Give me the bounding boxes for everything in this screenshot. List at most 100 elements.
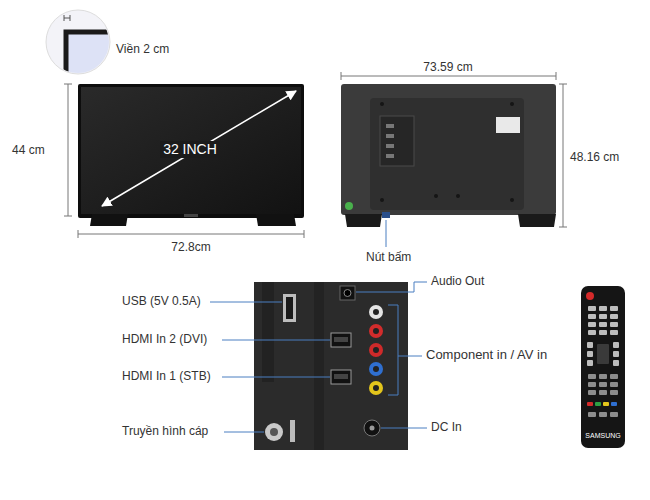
remote-button [613,351,619,357]
dimension-line [563,84,564,227]
port-panel [369,343,383,357]
bezel-zoom [64,15,65,21]
remote-button [599,306,607,311]
bezel-zoom [64,18,70,19]
tv-back [370,98,524,210]
port-label: Truyền hình cáp [122,424,208,438]
port-label: Audio Out [431,274,484,288]
bezel-zoom [66,32,114,80]
width-dimension: 72.8cm [171,240,210,254]
remote-button [588,382,596,387]
port-panel [369,362,383,376]
bezel-zoom [66,32,114,80]
tv-back [341,84,556,215]
remote-button [610,314,618,319]
dimension-line [68,84,69,216]
port-panel [254,282,408,450]
remote-button [603,402,609,406]
port-panel [364,420,380,436]
port-panel [331,370,351,384]
port-panel [373,328,379,334]
remote-button [588,330,596,335]
tv-back [386,134,394,138]
leader-line [222,340,330,341]
remote-button [599,382,607,387]
remote-button [610,306,618,311]
tv-front [78,84,304,218]
remote-button [587,351,593,357]
port-panel [370,426,375,431]
remote-button [610,374,618,379]
remote-button [588,322,596,327]
remote-control [581,286,625,448]
tv-back [510,198,514,202]
leader-line [356,282,427,292]
remote-button [599,330,607,335]
remote-button [595,402,601,406]
port-label: DC In [431,420,462,434]
remote-button [587,360,593,366]
remote-button [587,402,593,406]
tv-front [78,84,304,226]
dimension-line [559,84,567,85]
port-panel [369,324,383,338]
tv-front [90,214,128,226]
remote-button [610,412,618,417]
remote-button [588,412,596,417]
port-panel [369,305,383,319]
dimension-line [341,76,556,77]
tv-back [345,214,382,227]
remote-button [599,390,607,395]
port-panel [373,309,379,315]
remote-button [588,306,596,311]
port-label: USB (5V 0.5A) [122,294,201,308]
bezel-zoom [70,15,71,21]
remote-button [610,322,618,327]
port-panel [314,282,324,450]
tv-front [256,214,296,226]
tv-back [456,194,460,198]
port-panel [262,282,274,382]
port-panel [254,282,408,450]
port-panel [331,333,351,347]
width-dimension: 73.59 cm [423,60,472,74]
port-panel [270,428,278,436]
port-panel [265,423,283,441]
part-label: Nút bấm [366,250,411,264]
bezel-dimension: Viền 2 cm [116,42,169,56]
leader-line [222,377,330,378]
bezel-zoom [68,34,112,78]
tv-front [81,87,301,214]
leader-line [388,305,398,395]
dimension-line [64,84,72,85]
port-panel [286,297,293,319]
remote-button [599,322,607,327]
port-panel [344,290,351,297]
remote-button [610,382,618,387]
bezel-zoom [46,10,114,80]
tv-back [345,202,353,210]
remote-button [610,330,618,335]
port-label: HDMI In 1 (STB) [122,369,211,383]
remote-button [610,390,618,395]
port-panel [369,381,383,395]
remote-button [588,374,596,379]
tv-back [380,116,414,166]
screen-size: 32 INCH [160,141,220,158]
remote-button [611,402,617,406]
brand-logo: SAMSUNG [585,432,620,440]
port-panel [290,420,295,442]
port-panel [334,374,348,379]
height-dimension: 48.16 cm [570,150,619,164]
tv-front [102,91,296,206]
tv-back [518,214,556,227]
leader-line [398,356,422,357]
dimension-line [559,227,567,228]
leader-line [210,302,282,303]
leader-line [224,432,264,433]
port-panel [334,337,348,342]
leader-line [381,428,427,429]
remote-button [597,344,609,364]
